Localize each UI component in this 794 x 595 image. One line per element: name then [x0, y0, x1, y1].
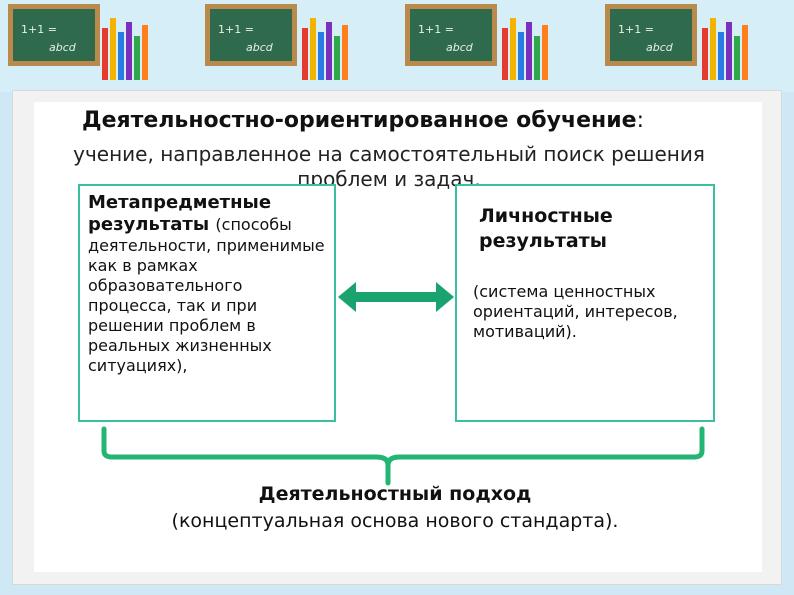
pencils-image	[100, 10, 160, 80]
chalkboard-image: 1+1 = abcd	[605, 4, 697, 66]
pencils-image	[300, 10, 360, 80]
personal-results-box: Личностные результаты (система ценностны…	[455, 184, 715, 422]
personal-heading: Личностные результаты	[479, 205, 613, 252]
conclusion-heading: Деятельностный подход	[258, 483, 532, 505]
decor-banner: 1+1 = abcd 1+1 = abcd 1+1 = abcd 1+1 = a…	[0, 0, 794, 92]
metasubject-text: деятельности, применимые как в рамках об…	[88, 236, 325, 375]
pencils-image	[500, 10, 560, 80]
chalkboard-image: 1+1 = abcd	[8, 4, 100, 66]
personal-text: (система ценностных ориентаций, интересо…	[473, 282, 678, 341]
metasubject-results-box: Метапредметные результаты (способы деяте…	[78, 184, 336, 422]
double-arrow-icon	[338, 282, 454, 312]
chalkboard-image: 1+1 = abcd	[405, 4, 497, 66]
curly-brace-icon	[101, 426, 705, 486]
conclusion-text: (концептуальная основа нового стандарта)…	[171, 510, 619, 532]
pencils-image	[700, 10, 760, 80]
metasubject-heading: Метапредметные результаты (способы	[88, 192, 292, 235]
slide-title: Деятельностно-ориентированное обучение:	[82, 108, 644, 133]
chalkboard-image: 1+1 = abcd	[205, 4, 297, 66]
conclusion-block: Деятельностный подход (концептуальная ос…	[100, 481, 690, 535]
